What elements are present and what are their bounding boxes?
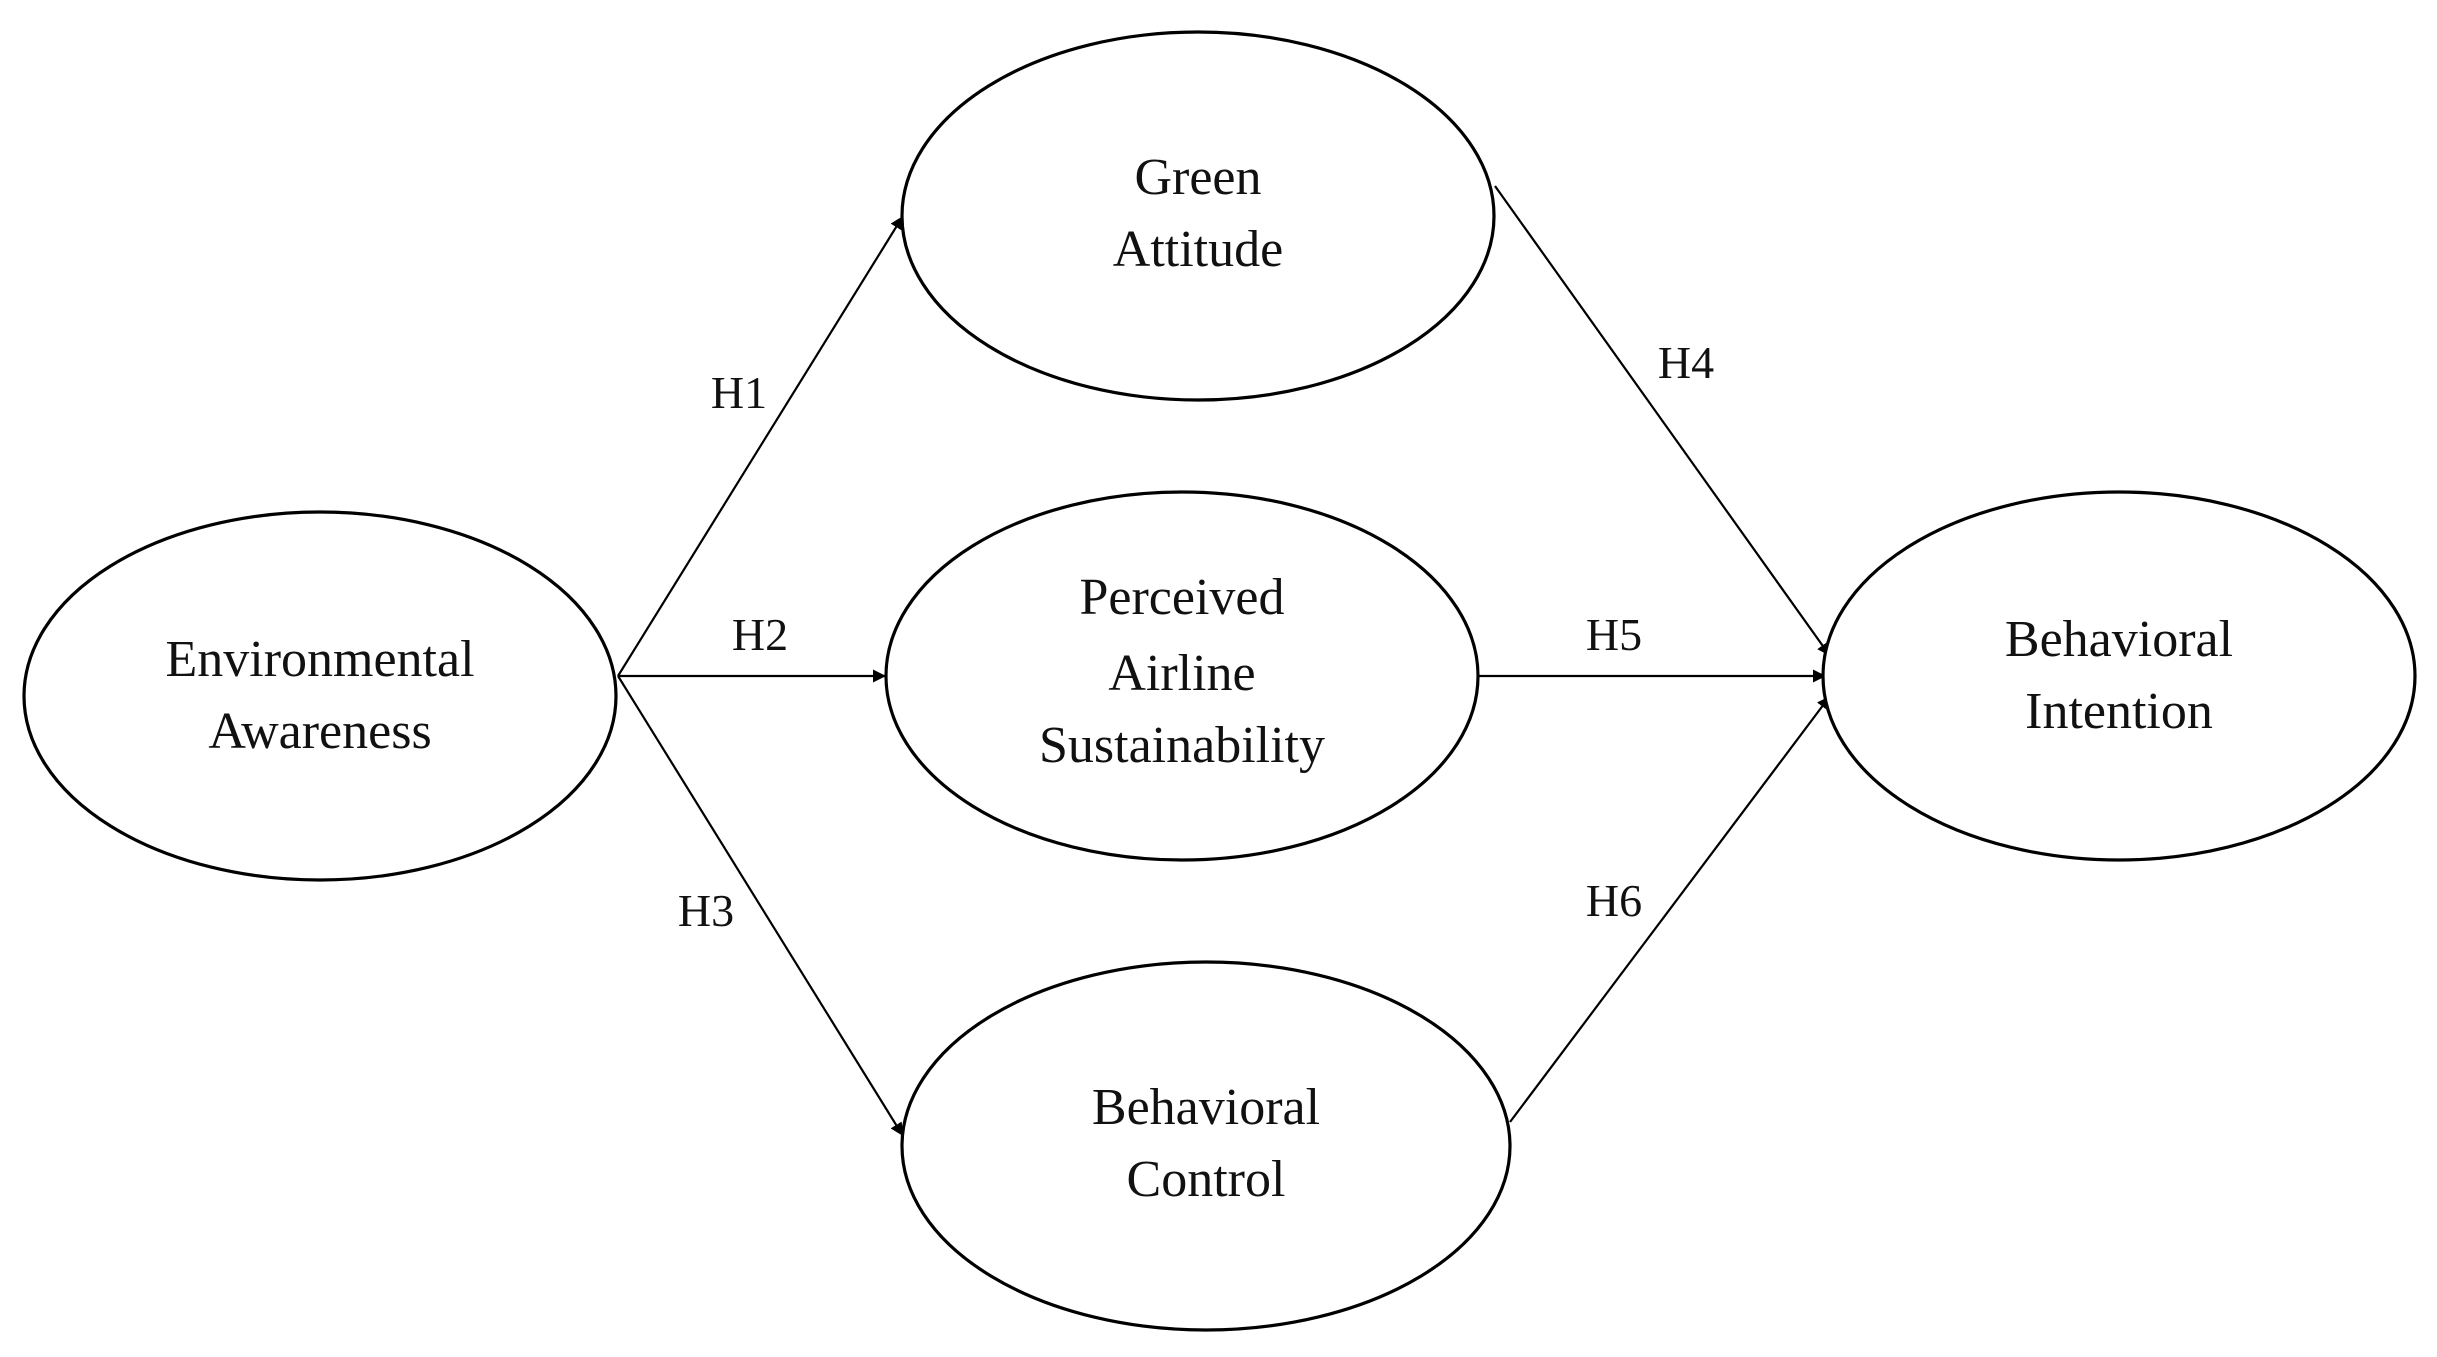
behavioral-control-label-line-1: Behavioral (1092, 1079, 1320, 1136)
green-attitude-node (900, 30, 1496, 402)
behavioral-intention-label-line-1: Behavioral (2005, 611, 2233, 668)
edge-h4-arrow (1494, 185, 1831, 657)
node-labels-group: Environmental Awareness Green Attitude P… (165, 149, 2233, 1208)
edge-h1-arrow (617, 215, 904, 677)
edge-h4-label: H4 (1658, 337, 1714, 388)
green-attitude-label-line-2: Attitude (1113, 221, 1283, 278)
green-attitude-label-line-1: Green (1134, 149, 1261, 206)
perceived-airline-sustainability-label-line-3: Sustainability (1039, 717, 1325, 774)
edge-h3-arrow (617, 675, 904, 1137)
behavioral-intention-label-line-2: Intention (2025, 683, 2213, 740)
environmental-awareness-node (22, 510, 618, 882)
environmental-awareness-label-line-2: Awareness (208, 703, 431, 760)
perceived-airline-sustainability-label-line-2: Airline (1108, 645, 1255, 702)
behavioral-intention-node (1821, 490, 2417, 862)
edges-group (617, 185, 1831, 1137)
edge-h5-label: H5 (1586, 609, 1642, 660)
edge-h6-arrow (1509, 695, 1831, 1123)
edge-h1-label: H1 (711, 367, 767, 418)
environmental-awareness-label-line-1: Environmental (165, 631, 474, 688)
edge-labels-group: H1 H2 H3 H4 H5 H6 (678, 337, 1714, 936)
edge-h3-label: H3 (678, 885, 734, 936)
behavioral-control-label-line-2: Control (1127, 1151, 1286, 1208)
behavioral-control-node (900, 960, 1512, 1332)
perceived-airline-sustainability-label-line-1: Perceived (1079, 569, 1284, 626)
edge-h6-label: H6 (1586, 875, 1642, 926)
edge-h2-label: H2 (732, 609, 788, 660)
nodes-group (22, 30, 2417, 1332)
perceived-airline-sustainability-node (884, 490, 1480, 862)
